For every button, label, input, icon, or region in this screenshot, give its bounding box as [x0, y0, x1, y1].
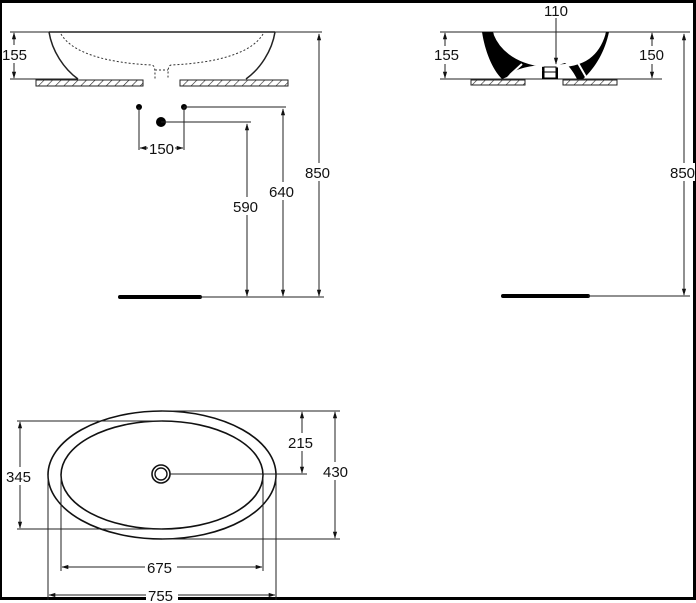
countertop-left [35, 79, 144, 87]
bowl-section [482, 32, 609, 79]
plan-view: 345 215 430 675 755 [5, 410, 352, 603]
basin-outer-right [245, 31, 276, 80]
dim-tap-spacing: 150 [149, 141, 174, 158]
side-countertop-left [470, 79, 526, 86]
dim-top-height-side: 850 [670, 165, 695, 182]
inner-bowl-left [60, 33, 156, 80]
side-countertop-right [562, 79, 618, 86]
dim-supply-height: 640 [269, 184, 294, 201]
waste-inner-ring-icon [154, 467, 168, 481]
dim-inner-width: 345 [6, 469, 31, 486]
technical-drawing: 155 150 590 640 850 [2, 3, 695, 603]
basin-outer-left [48, 31, 79, 80]
dim-waste-height: 590 [233, 199, 258, 216]
dim-bowl-depth: 110 [544, 3, 568, 20]
basin-outer-outline [47, 410, 277, 540]
dim-top-height-front: 850 [305, 165, 330, 182]
inner-bowl-right [167, 33, 264, 80]
dim-side-basin-height: 155 [434, 47, 459, 64]
countertop-right [179, 79, 289, 87]
basin-inner-outline [60, 420, 264, 530]
dim-outer-length: 755 [148, 588, 173, 603]
front-view: 155 150 590 640 850 [2, 31, 334, 299]
dim-waste-offset: 215 [288, 435, 313, 452]
dim-basin-height: 155 [2, 47, 27, 64]
dim-inner-length: 675 [147, 560, 172, 577]
dim-outer-width: 430 [323, 464, 348, 481]
side-view: 155 110 150 850 [433, 3, 695, 298]
dim-inner-height: 150 [639, 47, 664, 64]
